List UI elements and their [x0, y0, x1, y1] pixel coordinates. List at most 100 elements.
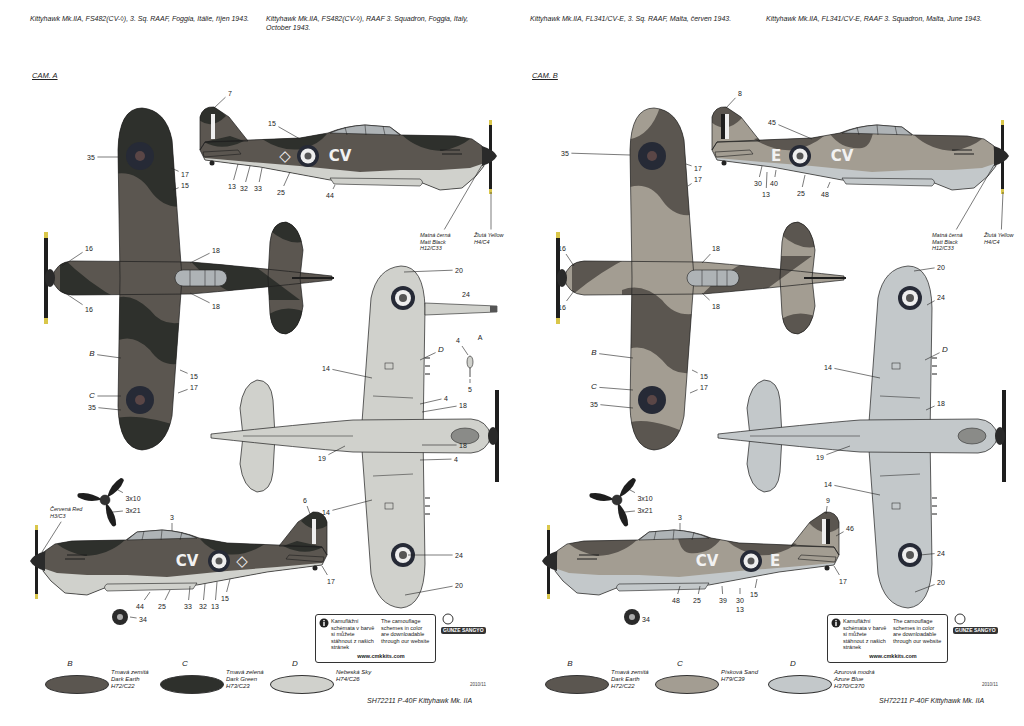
side-view [542, 509, 844, 605]
leader-line [956, 165, 994, 230]
leader-line [726, 98, 736, 108]
callout-number: 15 [190, 373, 198, 380]
scheme-heading: CAM. B [532, 72, 558, 80]
leader-line [680, 523, 681, 531]
legend-text: Nebeská Sky H74/C26 [336, 669, 384, 683]
leader-line [165, 590, 170, 600]
art-rect [835, 622, 836, 626]
fuselage-code: CV [831, 149, 854, 164]
leader-line [566, 254, 574, 266]
scheme-caption: Kittyhawk Mk.IIA, FS482(CV-◊), 3. Sq. RA… [30, 15, 255, 24]
leader-line [836, 532, 844, 536]
leader-line [97, 396, 121, 397]
leader-line [802, 175, 805, 187]
callout-number: 48 [821, 191, 829, 198]
callout-number: 13 [762, 191, 770, 198]
art-rect [323, 622, 324, 626]
leader-line [333, 185, 335, 189]
callout-number: 3x10 [125, 495, 140, 502]
callout-number: 3x10 [637, 495, 652, 502]
side-view [30, 509, 332, 605]
leader-line [698, 586, 700, 594]
leader-line [171, 168, 179, 171]
callout-number: 7 [228, 90, 232, 97]
callout-number: 40 [770, 180, 778, 187]
callout-number: 20 [937, 264, 945, 271]
leader-line [190, 293, 210, 303]
propeller-detail [77, 476, 126, 527]
callout-number: 3 [678, 514, 682, 521]
leader-line [420, 353, 436, 360]
color-swatch [655, 675, 719, 694]
leader-line [1001, 192, 1003, 230]
print-code: 2010/11 [470, 683, 486, 688]
leader-line [692, 370, 698, 373]
color-letter: C [591, 383, 597, 391]
callout-number: 44 [136, 603, 144, 610]
callout-number: 24 [937, 294, 945, 301]
note-box: Kamuflážní schémata v barvě si můžete st… [827, 614, 948, 663]
callout-number: 25 [693, 597, 701, 604]
callout-number: 18 [212, 247, 220, 254]
color-swatch [45, 675, 109, 694]
color-letter: B [67, 660, 72, 668]
color-letter: D [942, 346, 948, 354]
callout-number: 14 [824, 364, 832, 371]
leader-line [600, 405, 633, 408]
callout-number: 25 [797, 190, 805, 197]
callout-number: A [478, 334, 483, 341]
leader-line [98, 408, 121, 410]
leader-line [173, 188, 179, 190]
leader-line [915, 585, 935, 593]
callout-number: 4 [454, 456, 458, 463]
callout-number: 15 [700, 373, 708, 380]
leader-line [307, 506, 310, 514]
leader-line [404, 270, 453, 272]
leader-line [491, 192, 492, 230]
leader-line [422, 445, 457, 446]
kit-number: SH72211 P-40F Kittyhawk Mk. IIA [879, 697, 984, 704]
color-letter: D [292, 660, 298, 668]
leader-line [834, 485, 880, 495]
note-text: Kamuflážní schémata v barvě si můžete st… [331, 618, 377, 651]
fuselage-code: ◇ [236, 554, 248, 569]
callout-number: 20 [937, 579, 945, 586]
color-letter: D [438, 346, 444, 354]
info-icon [319, 618, 329, 628]
callout-number: 16 [558, 304, 566, 311]
leader-line [322, 566, 327, 575]
leader-line [189, 586, 190, 600]
callout-number: 15 [750, 591, 758, 598]
callout-number: 16 [85, 245, 93, 252]
scheme-caption: Kittyhawk Mk.IIA, FL341/CV-E, 3. Sq. RAA… [530, 15, 755, 24]
leader-line [630, 490, 635, 493]
callout-number: 16 [85, 306, 93, 313]
color-letter: B [89, 350, 94, 358]
leader-line [759, 166, 762, 177]
leader-line [599, 354, 633, 358]
leader-line [690, 390, 698, 393]
leader-line [190, 253, 210, 263]
callout-number: 4 [444, 395, 448, 402]
propeller-detail [589, 476, 638, 527]
leader-line [278, 127, 300, 139]
callout-number: 35 [88, 404, 96, 411]
art-rect [835, 620, 836, 621]
callout-number: 14 [322, 365, 330, 372]
leader-line [62, 291, 83, 305]
callout-number: 24 [937, 550, 945, 557]
leader-line [42, 522, 61, 552]
leader-line [470, 379, 471, 383]
callout-number: 5 [468, 386, 472, 393]
callout-number: 35 [590, 401, 598, 408]
scheme-caption: Kittyhawk Mk.IIA, FL341/CV-E, RAAF 3. Sq… [766, 15, 991, 24]
callout-number: 30 [754, 180, 762, 187]
info-icon [831, 618, 841, 628]
leader-line [625, 511, 635, 512]
leader-line [755, 579, 757, 588]
leader-line [408, 555, 453, 556]
leader-line [826, 446, 850, 455]
leader-line [420, 459, 452, 461]
leader-line [113, 511, 123, 512]
callout-number: 3 [170, 514, 174, 521]
